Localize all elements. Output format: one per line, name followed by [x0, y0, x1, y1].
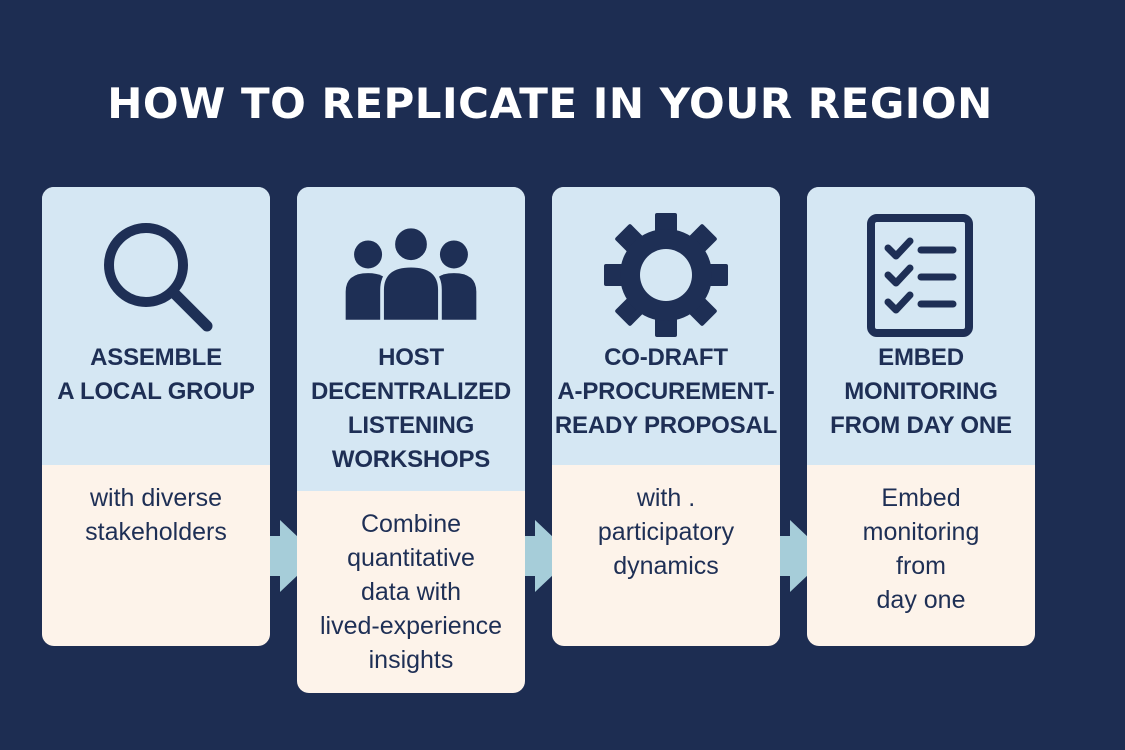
step-card-3: CO-DRAFT A-PROCUREMENT- READY PROPOSAL w… — [552, 187, 780, 646]
people-group-icon — [341, 209, 481, 341]
checklist-icon — [851, 209, 991, 341]
step-card-3-header: CO-DRAFT A-PROCUREMENT- READY PROPOSAL — [552, 187, 780, 465]
flow-arrow-1-stem — [270, 536, 282, 576]
flow-arrow-3-stem — [780, 536, 792, 576]
step-2-body: Combine quantitative data with lived-exp… — [319, 510, 503, 674]
step-1-body: with diverse stakeholders — [85, 484, 227, 546]
step-card-2: HOST DECENTRALIZED LISTENING WORKSHOPS C… — [297, 187, 525, 693]
step-3-body: with . participatory dynamics — [597, 484, 735, 580]
step-2-heading: HOST DECENTRALIZED LISTENING WORKSHOPS — [310, 344, 512, 473]
step-1-heading: ASSEMBLE A LOCAL GROUP — [57, 344, 255, 405]
flow-arrow-2-stem — [525, 536, 537, 576]
page-title: HOW TO REPLICATE IN YOUR REGION — [107, 79, 993, 128]
step-4-heading: EMBED MONITORING FROM DAY ONE — [830, 344, 1012, 439]
step-card-4: EMBED MONITORING FROM DAY ONE Embed moni… — [807, 187, 1035, 646]
magnifying-glass-icon — [86, 209, 226, 341]
step-card-1: ASSEMBLE A LOCAL GROUP with diverse stak… — [42, 187, 270, 646]
step-4-body: Embed monitoring from day one — [862, 484, 980, 614]
step-card-1-header: ASSEMBLE A LOCAL GROUP — [42, 187, 270, 465]
step-card-2-header: HOST DECENTRALIZED LISTENING WORKSHOPS — [297, 187, 525, 491]
gear-icon — [596, 209, 736, 341]
step-card-4-header: EMBED MONITORING FROM DAY ONE — [807, 187, 1035, 465]
step-3-heading: CO-DRAFT A-PROCUREMENT- READY PROPOSAL — [554, 344, 778, 439]
